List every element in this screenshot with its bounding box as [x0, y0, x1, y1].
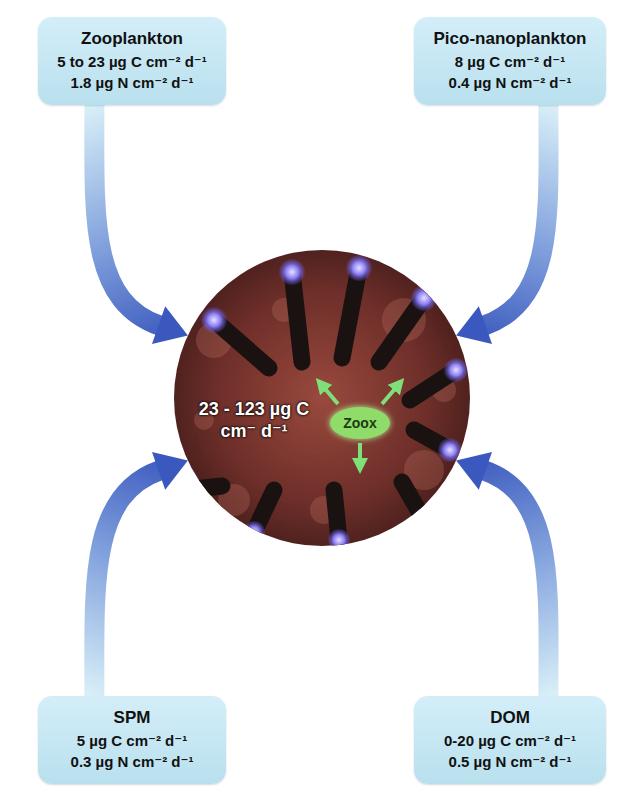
- flow-arrow: [94, 105, 188, 344]
- zoox-label: Zoox: [343, 415, 376, 431]
- zoox-ellipse: Zoox: [330, 407, 390, 439]
- flow-arrow: [456, 105, 548, 344]
- flux-value: 8 µg C cm⁻² d⁻¹: [428, 51, 592, 72]
- flux-value: 0.4 µg N cm⁻² d⁻¹: [428, 72, 592, 93]
- flux-value: 0-20 µg C cm⁻² d⁻¹: [428, 730, 592, 751]
- flow-arrow-body: [484, 105, 548, 326]
- box-heading: DOM: [428, 706, 592, 730]
- flow-arrow-body: [94, 470, 159, 696]
- source-box: DOM0-20 µg C cm⁻² d⁻¹0.5 µg N cm⁻² d⁻¹: [414, 696, 606, 784]
- coral-circle: 23 - 123 µg C cm⁻ d⁻¹ Zoox: [174, 250, 470, 546]
- flux-value: 0.3 µg N cm⁻² d⁻¹: [52, 751, 212, 772]
- source-box: SPM5 µg C cm⁻² d⁻¹0.3 µg N cm⁻² d⁻¹: [38, 696, 226, 784]
- box-heading: Pico-nanoplankton: [428, 27, 592, 51]
- box-heading: Zooplankton: [52, 27, 212, 51]
- flux-value: 1.8 µg N cm⁻² d⁻¹: [52, 72, 212, 93]
- flux-value: 23 - 123 µg C cm⁻ d⁻¹: [188, 398, 320, 442]
- flow-arrow: [94, 452, 188, 696]
- flow-arrow-body: [484, 470, 548, 696]
- flux-value: 5 µg C cm⁻² d⁻¹: [52, 730, 212, 751]
- source-box: Pico-nanoplankton8 µg C cm⁻² d⁻¹0.4 µg N…: [414, 17, 606, 105]
- flux-value: 0.5 µg N cm⁻² d⁻¹: [428, 751, 592, 772]
- flow-arrow: [456, 452, 548, 696]
- source-box: Zooplankton5 to 23 µg C cm⁻² d⁻¹1.8 µg N…: [38, 17, 226, 105]
- flow-arrow-body: [94, 105, 159, 326]
- coral-photo: [174, 250, 470, 546]
- box-heading: SPM: [52, 706, 212, 730]
- flux-value: 5 to 23 µg C cm⁻² d⁻¹: [52, 51, 212, 72]
